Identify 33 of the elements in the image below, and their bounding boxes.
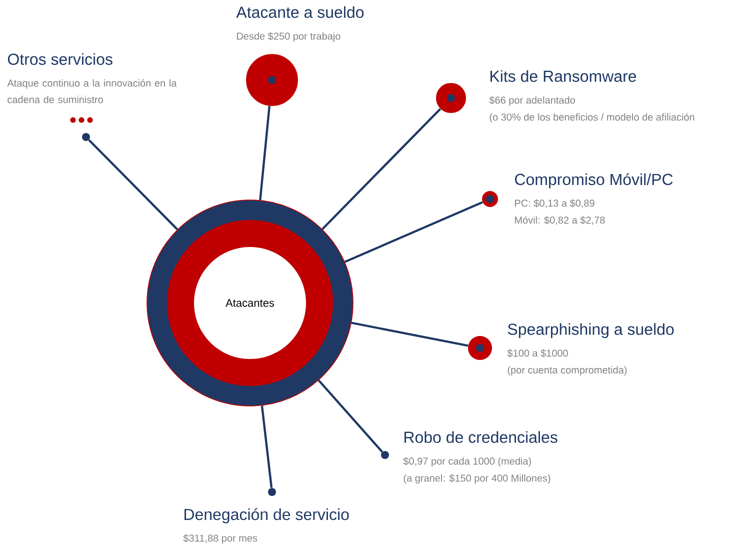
price-note: Móvil: $0,82 a $2,78 (515, 216, 605, 225)
end-dot (82, 132, 90, 141)
service-title: Kits de Ransomware (490, 70, 636, 82)
service-title: Denegación de servicio (184, 508, 349, 524)
price-note: $100 a $1000 (507, 349, 568, 358)
connector-line (344, 201, 483, 263)
price-note: $0,97 por cada 1000 (media) (403, 457, 531, 467)
price-note: $311,88 por mes (183, 534, 258, 544)
connector-line (351, 322, 468, 347)
end-dot (268, 488, 276, 496)
bubble-marker (468, 336, 492, 360)
bubble-marker (246, 54, 298, 106)
connector-line (88, 139, 178, 230)
price-note: Ataque continuo a la innovación en la cadena de suministro (7, 79, 177, 104)
connector-line (259, 106, 271, 200)
service-title: Otros servicios (8, 53, 112, 65)
price-note: $66 por adelantado (489, 96, 575, 106)
connector-line (260, 406, 273, 488)
price-note: Desde $250 por trabajo (237, 32, 340, 42)
bubble-marker (436, 83, 466, 113)
service-title: Atacante a sueldo (236, 6, 364, 18)
connector-line (318, 380, 384, 453)
price-note: (a granel: $150 por 400 Millones) (404, 474, 550, 484)
target-rings: Atacantes (146, 200, 354, 406)
bubble-marker (482, 190, 498, 207)
connector-line (322, 108, 442, 230)
price-note: PC: $0,13 a $0,89 (515, 199, 594, 208)
service-title: Compromiso Móvil/PC (515, 173, 673, 188)
service-title: Robo de credenciales (404, 431, 558, 443)
price-note: (o 30% de los beneficios / modelo de afiliación (490, 113, 694, 123)
end-dot (381, 450, 389, 459)
price-note: (por cuenta comprometida) (508, 366, 627, 376)
service-title: Spearphishing a sueldo (508, 323, 674, 338)
